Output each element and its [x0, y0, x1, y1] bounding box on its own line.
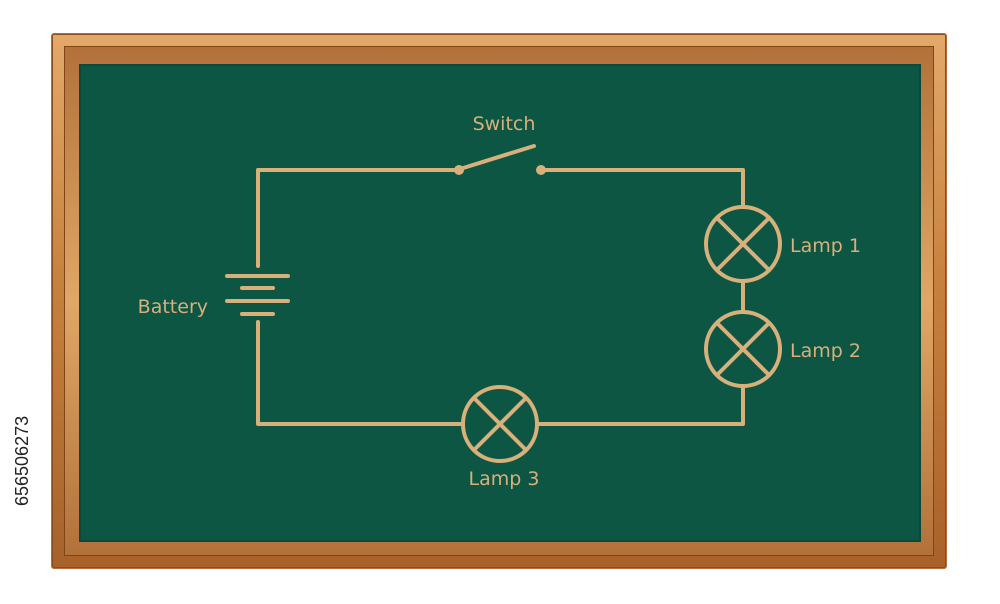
switch-label: Switch — [473, 113, 536, 135]
lamp-3-label: Lamp 3 — [469, 468, 540, 490]
switch-contact-right — [536, 165, 546, 175]
switch-lever — [458, 144, 536, 171]
switch-contact-left — [454, 165, 464, 175]
lamp-1-symbol — [704, 205, 782, 283]
battery-symbol — [225, 274, 290, 316]
lamp-3-symbol — [461, 385, 539, 463]
stock-id-text: 656506273 — [12, 416, 32, 506]
wire-top-left — [256, 168, 460, 268]
stock-id-label: 656506273 — [12, 416, 32, 506]
wire-bottom-right — [535, 385, 745, 426]
lamp-2-symbol — [704, 310, 782, 388]
lamp-1-label: Lamp 1 — [790, 235, 861, 257]
battery-label: Battery — [138, 296, 208, 318]
wire-bottom-left — [256, 320, 465, 426]
lamp-2-label: Lamp 2 — [790, 340, 861, 362]
wire-top-right — [540, 168, 745, 209]
